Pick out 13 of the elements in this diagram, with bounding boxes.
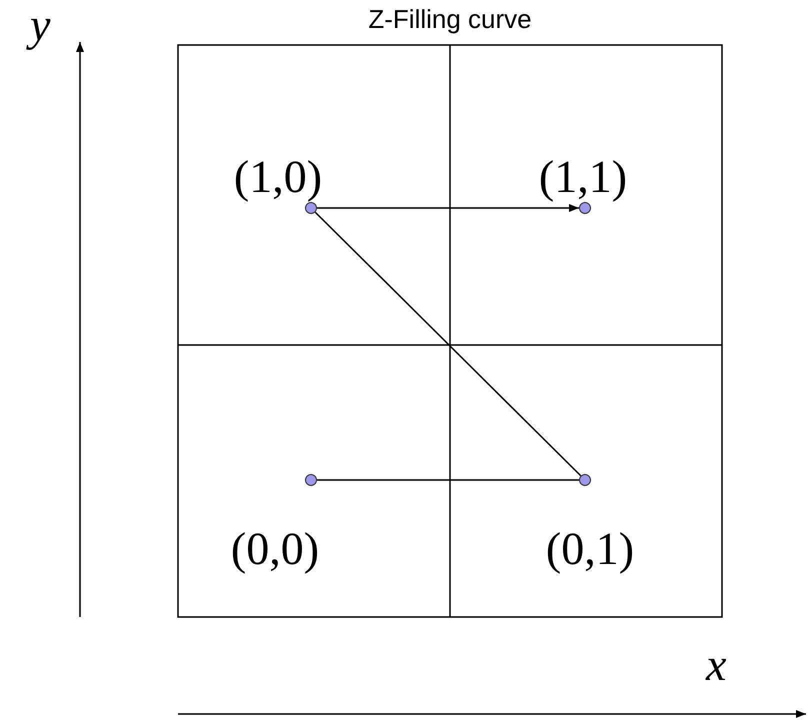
point-label: (0,1) — [546, 526, 634, 572]
point-label: (1,1) — [538, 154, 628, 200]
connector-line — [317, 479, 579, 481]
point-label: (0,0) — [230, 526, 320, 572]
point-marker — [579, 202, 591, 214]
point-marker — [579, 474, 591, 486]
point-marker — [305, 474, 317, 486]
point-label: (1,0) — [234, 154, 322, 200]
point-marker — [305, 202, 317, 214]
arrow — [317, 204, 579, 212]
axis-label: x — [706, 642, 726, 688]
connector-line — [314, 212, 582, 476]
diagram-title: Z-Filling curve — [368, 4, 532, 35]
